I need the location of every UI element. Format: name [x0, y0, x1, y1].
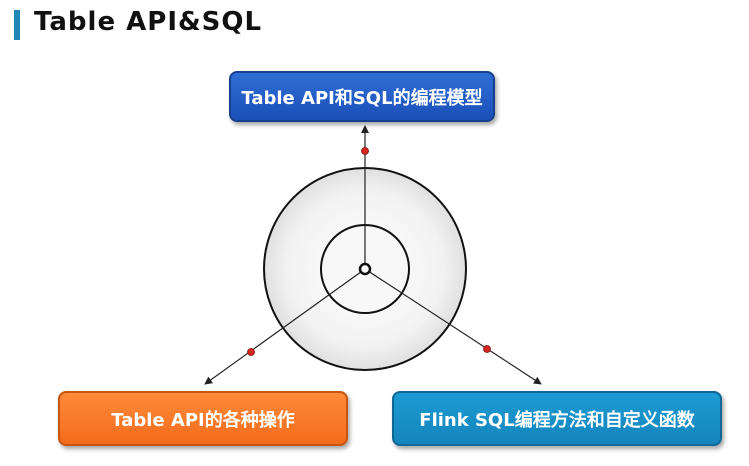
connector-right — [364, 268, 542, 385]
node-programming-model-label: Table API和SQL的编程模型 — [241, 87, 483, 109]
node-flink-sql-methods: Flink SQL编程方法和自定义函数 — [392, 391, 722, 446]
node-flink-sql-methods-label: Flink SQL编程方法和自定义函数 — [419, 409, 695, 431]
connector-dot-right — [483, 345, 491, 353]
page-title: Table API&SQL — [34, 7, 263, 37]
connector-left — [204, 268, 366, 385]
node-table-api-operations: Table API的各种操作 — [58, 391, 348, 446]
connector-dot-left — [247, 348, 255, 356]
node-programming-model: Table API和SQL的编程模型 — [229, 71, 495, 122]
node-table-api-operations-label: Table API的各种操作 — [111, 409, 295, 431]
center-point — [358, 262, 372, 276]
title-accent-bar — [14, 10, 20, 40]
connector-dot-top — [361, 147, 369, 155]
